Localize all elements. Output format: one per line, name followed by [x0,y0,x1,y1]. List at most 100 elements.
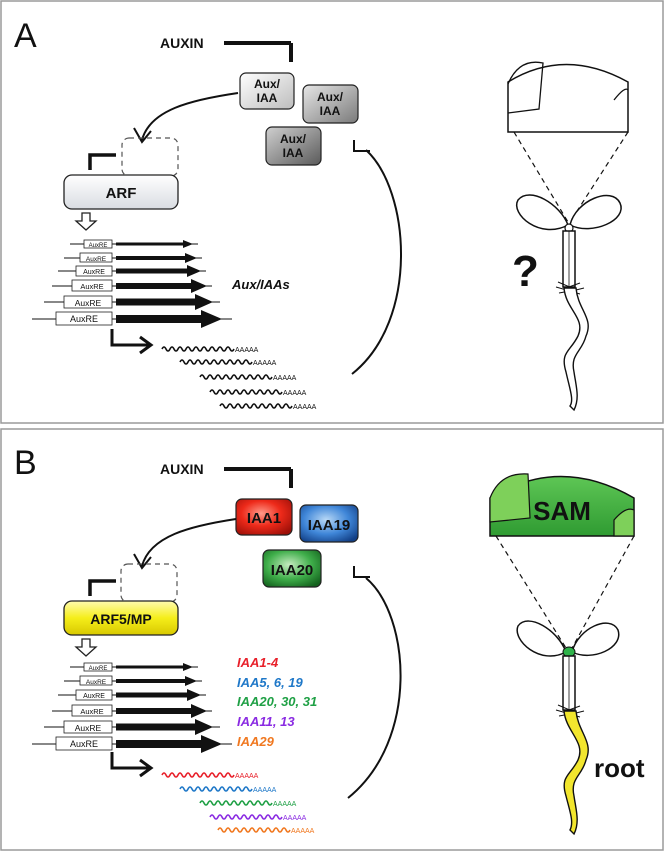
svg-text:AuxRE: AuxRE [70,314,98,324]
gene-row-a-4: AuxRE [52,279,212,293]
svg-text:IAA20: IAA20 [271,562,314,579]
svg-text:IAA: IAA [320,104,341,118]
meristem-dome-a [507,63,629,133]
svg-text:ARF5/MP: ARF5/MP [90,611,151,627]
svg-text:Aux/: Aux/ [317,90,344,104]
arf5-mp-protein: ARF5/MP [63,600,179,636]
gene-row-b-5: AuxRE [44,719,220,735]
mrna-a-5 [219,403,293,409]
svg-text:AuxRE: AuxRE [89,243,108,249]
mrna-b-2 [179,786,253,792]
svg-text:AuxRE: AuxRE [75,298,102,308]
iaa19-protein: IAA19 [299,504,359,543]
gene-row-b-3: AuxRE [58,689,206,701]
gene-row-b-6: AuxRE [32,735,232,753]
svg-text:AuxRE: AuxRE [83,693,105,700]
mrna-transcripts-a: AAAAA AAAAA AAAAA AAAAA AAAAA [161,346,317,411]
svg-text:IAA: IAA [257,91,278,105]
gene-row-b-1: AuxRE [70,662,198,672]
feedback-arrow-b [347,577,402,799]
panel-b-letter: B [14,444,37,482]
gene-row-a-1: AuxRE [70,239,198,249]
mrna-b-4 [209,814,283,820]
seedling-colored-b [489,473,635,836]
auxin-label-a: AUXIN [160,35,204,51]
hollow-arrow-b [74,638,98,657]
svg-text:AuxRE: AuxRE [86,679,107,686]
poly-a-tail-mrna-b-1: AAAAA [235,773,259,780]
arf-inhibition-b [88,579,116,596]
seedling-outline-a [507,61,629,412]
svg-text:AuxRE: AuxRE [86,256,107,263]
feedback-arrowhead-b [353,566,370,578]
gene-label-iaa20-30-31: IAA20, 30, 31 [237,694,317,709]
poly-a-tail-mrna-a-5: AAAAA [293,404,317,411]
mrna-a-3 [199,374,273,380]
root-label: root [594,753,645,783]
svg-text:AuxRE: AuxRE [75,723,102,733]
binding-arrowhead-b [133,553,152,570]
unknown-question-mark: ? [512,247,539,296]
svg-text:Aux/: Aux/ [280,132,307,146]
gene-row-b-4: AuxRE [52,704,212,718]
gene-row-a-3: AuxRE [58,265,206,277]
aux-iaa-protein-3: Aux/ IAA [265,126,322,166]
svg-text:AuxRE: AuxRE [70,739,98,749]
gene-rows-b: AuxRE AuxRE AuxRE AuxRE AuxRE AuxRE [32,662,232,753]
iaa1-protein: IAA1 [235,498,293,536]
panel-a-letter: A [14,17,37,55]
mrna-transcripts-b: AAAAA AAAAA AAAAA AAAAA AAAAA [161,772,315,835]
svg-text:Aux/: Aux/ [254,77,281,91]
transcription-arrow-b [110,752,154,778]
poly-a-tail-mrna-b-4: AAAAA [283,815,307,822]
poly-a-tail-mrna-a-4: AAAAA [283,390,307,397]
mrna-a-4 [209,389,283,395]
transcription-arrow-a [110,329,154,355]
iaa-gene-family-labels: IAA1-4 IAA5, 6, 19 IAA20, 30, 31 IAA11, … [237,655,317,749]
binding-arrow-b [141,518,237,567]
hollow-arrow-a [74,212,98,231]
gene-label-iaa5-6-19: IAA5, 6, 19 [237,675,304,690]
aux-iaa-genes-label: Aux/IAAs [231,277,290,292]
poly-a-tail-mrna-b-5: AAAAA [291,828,315,835]
arf-protein-a: ARF [63,174,179,210]
svg-text:IAA: IAA [283,146,304,160]
poly-a-tail-mrna-a-3: AAAAA [273,375,297,382]
auxin-inhibition-a [224,41,293,62]
mrna-b-1 [161,772,235,778]
mrna-a-1 [161,346,235,352]
sam-label: SAM [533,496,591,526]
auxin-inhibition-b [224,467,293,488]
arf-inhibition-a [88,153,116,170]
svg-text:IAA19: IAA19 [308,517,351,534]
gene-rows-a: AuxRE AuxRE AuxRE AuxRE AuxRE AuxRE [32,239,232,328]
gene-row-b-2: AuxRE [64,675,202,686]
svg-text:ARF: ARF [106,185,137,202]
binding-arrowhead-a [133,127,152,144]
poly-a-tail-mrna-b-3: AAAAA [273,801,297,808]
gene-row-a-6: AuxRE [32,310,232,328]
poly-a-tail-mrna-a-2: AAAAA [253,360,277,367]
binding-arrow-a [141,92,239,141]
svg-text:AuxRE: AuxRE [80,282,103,291]
svg-text:AuxRE: AuxRE [83,269,105,276]
aux-iaa-protein-1: Aux/ IAA [239,72,295,110]
svg-text:AuxRE: AuxRE [89,666,108,672]
auxin-label-b: AUXIN [160,461,204,477]
mrna-b-3 [199,800,273,806]
gene-label-iaa1-4: IAA1-4 [237,655,279,670]
gene-row-a-2: AuxRE [64,252,202,263]
feedback-arrowhead-a [353,140,370,152]
aux-iaa-protein-2: Aux/ IAA [302,84,359,124]
mrna-b-5 [217,827,291,833]
root-yellow [563,710,589,836]
gene-row-a-5: AuxRE [44,294,220,310]
iaa20-protein: IAA20 [262,549,322,588]
poly-a-tail-mrna-b-2: AAAAA [253,787,277,794]
poly-a-tail-mrna-a-1: AAAAA [235,347,259,354]
gene-label-iaa11-13: IAA11, 13 [237,714,295,729]
svg-text:IAA1: IAA1 [247,510,281,527]
feedback-arrow-a [351,149,402,375]
gene-label-iaa29: IAA29 [237,734,275,749]
